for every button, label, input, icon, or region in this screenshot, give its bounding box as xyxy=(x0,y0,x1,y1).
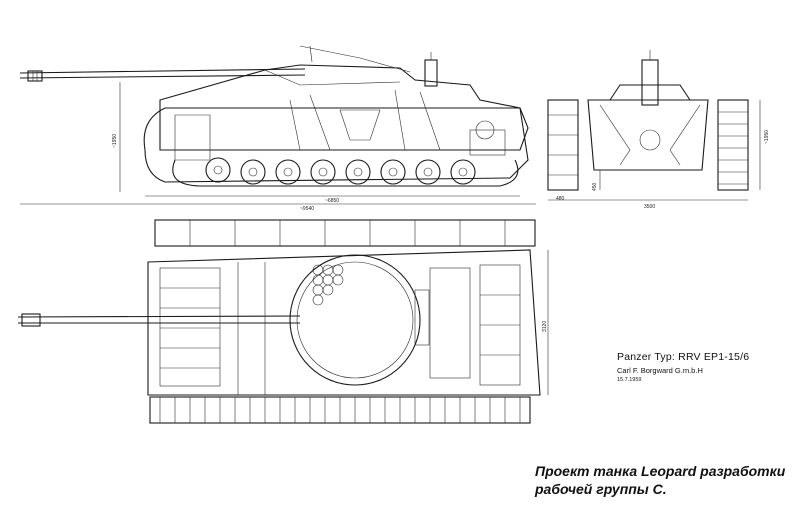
dim-front-width: 3500 xyxy=(644,204,655,210)
side-hull xyxy=(143,107,529,183)
top-view: 3120 xyxy=(17,219,549,424)
dim-total-length: ~9540 xyxy=(300,206,314,212)
front-dimensions: 3500 480 450 ~1950 xyxy=(548,100,770,210)
front-right-track xyxy=(717,99,749,191)
top-front-compartment xyxy=(159,262,266,395)
dim-hull-length: ~6850 xyxy=(325,198,339,204)
front-left-track xyxy=(547,99,579,191)
dim-side-height: ~1950 xyxy=(112,134,118,148)
side-track xyxy=(172,159,519,187)
side-view: ~6850 ~9540 ~1950 xyxy=(19,45,536,212)
side-road-wheels xyxy=(205,157,476,185)
front-cupola xyxy=(641,59,659,106)
top-gun-barrel xyxy=(17,315,301,318)
dim-front-height: ~1950 xyxy=(764,130,770,144)
title-block-date: 15.7.1959 xyxy=(617,377,642,383)
dim-top-width: 3120 xyxy=(542,321,548,332)
front-view: 3500 480 450 ~1950 xyxy=(547,50,770,210)
side-turret xyxy=(159,64,529,151)
top-upper-track xyxy=(154,219,536,247)
caption: Проект танка Leopard разработки рабочей … xyxy=(535,462,785,498)
title-block-company: Carl F. Borgward G.m.b.H xyxy=(617,366,703,375)
side-dimensions: ~6850 ~9540 ~1950 xyxy=(20,82,536,212)
front-turret xyxy=(609,84,691,101)
caption-line-1: Проект танка Leopard разработки xyxy=(535,463,786,479)
title-block-model: Panzer Typ: RRV EP1-15/6 xyxy=(617,351,750,363)
side-gun-barrel xyxy=(19,68,306,82)
top-ammo-rack xyxy=(312,264,344,306)
front-hull xyxy=(587,99,709,171)
dim-front-ground: 450 xyxy=(592,182,598,191)
dim-front-track: 480 xyxy=(556,196,565,202)
top-rear-machinery xyxy=(414,264,521,386)
top-hull xyxy=(147,249,541,396)
title-block: Panzer Typ: RRV EP1-15/6 Carl F. Borgwar… xyxy=(617,351,749,383)
top-turret-ring xyxy=(289,254,421,386)
caption-line-2: рабочей группы С. xyxy=(535,481,667,497)
